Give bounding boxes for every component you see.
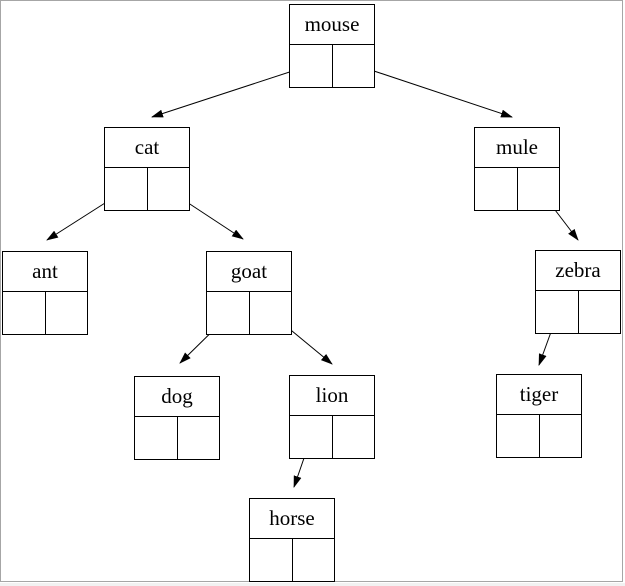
pointer-cells: [290, 45, 374, 87]
left-pointer-cell: [536, 291, 579, 333]
node-label: ant: [3, 252, 87, 292]
left-pointer-cell: [105, 168, 148, 210]
tree-node-zebra: zebra: [535, 250, 621, 334]
right-pointer-cell: [333, 416, 375, 458]
tree-node-ant: ant: [2, 251, 88, 335]
node-label: cat: [105, 128, 189, 168]
node-label: mule: [475, 128, 559, 168]
tree-node-goat: goat: [206, 251, 292, 335]
pointer-cells: [497, 415, 581, 457]
left-pointer-cell: [475, 168, 518, 210]
node-label: lion: [290, 376, 374, 416]
left-pointer-cell: [497, 415, 540, 457]
right-pointer-cell: [46, 292, 88, 334]
left-pointer-cell: [290, 45, 333, 87]
node-label: tiger: [497, 375, 581, 415]
pointer-cells: [475, 168, 559, 210]
tree-node-dog: dog: [134, 376, 220, 460]
pointer-cells: [250, 539, 334, 581]
pointer-cells: [135, 417, 219, 459]
tree-node-cat: cat: [104, 127, 190, 211]
left-pointer-cell: [290, 416, 333, 458]
right-pointer-cell: [333, 45, 375, 87]
node-label: mouse: [290, 5, 374, 45]
pointer-cells: [105, 168, 189, 210]
right-pointer-cell: [178, 417, 220, 459]
pointer-cells: [290, 416, 374, 458]
right-pointer-cell: [579, 291, 621, 333]
page-bottom-strip: [0, 583, 625, 586]
node-label: zebra: [536, 251, 620, 291]
tree-node-tiger: tiger: [496, 374, 582, 458]
left-pointer-cell: [250, 539, 293, 581]
right-pointer-cell: [293, 539, 335, 581]
edge-mouse-left-to-cat: [151, 64, 312, 118]
tree-node-mouse: mouse: [289, 4, 375, 88]
left-pointer-cell: [207, 292, 250, 334]
pointer-cells: [3, 292, 87, 334]
tree-node-lion: lion: [289, 375, 375, 459]
node-label: horse: [250, 499, 334, 539]
edge-mouse-right-to-mule: [352, 63, 513, 118]
left-pointer-cell: [135, 417, 178, 459]
pointer-cells: [207, 292, 291, 334]
right-pointer-cell: [518, 168, 560, 210]
tree-node-horse: horse: [249, 498, 335, 582]
left-pointer-cell: [3, 292, 46, 334]
right-pointer-cell: [148, 168, 190, 210]
node-label: dog: [135, 377, 219, 417]
right-pointer-cell: [250, 292, 292, 334]
node-label: goat: [207, 252, 291, 292]
pointer-cells: [536, 291, 620, 333]
tree-node-mule: mule: [474, 127, 560, 211]
right-pointer-cell: [540, 415, 582, 457]
